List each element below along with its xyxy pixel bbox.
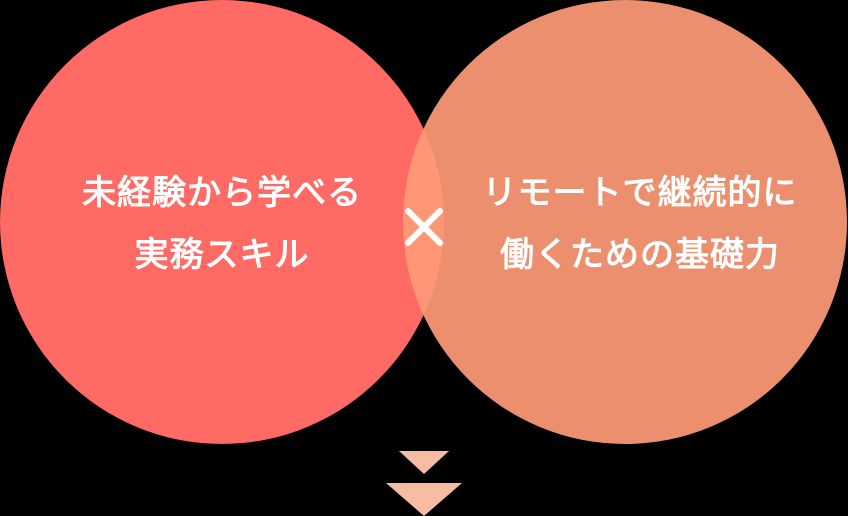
down-triangle-icon-small [399, 451, 449, 474]
left-circle [0, 0, 444, 444]
left-circle-label: 未経験から学べる 実務スキル [30, 162, 414, 286]
left-label-line2: 実務スキル [134, 235, 310, 275]
times-icon [405, 208, 443, 246]
down-triangle-icon-large [386, 483, 462, 516]
right-label-line2: 働くための基礎力 [500, 235, 780, 275]
left-label-line1: 未経験から学べる [82, 173, 362, 213]
right-circle-label: リモートで継続的に 働くための基礎力 [440, 162, 840, 286]
right-label-line1: リモートで継続的に [482, 173, 798, 213]
right-circle [403, 0, 847, 444]
